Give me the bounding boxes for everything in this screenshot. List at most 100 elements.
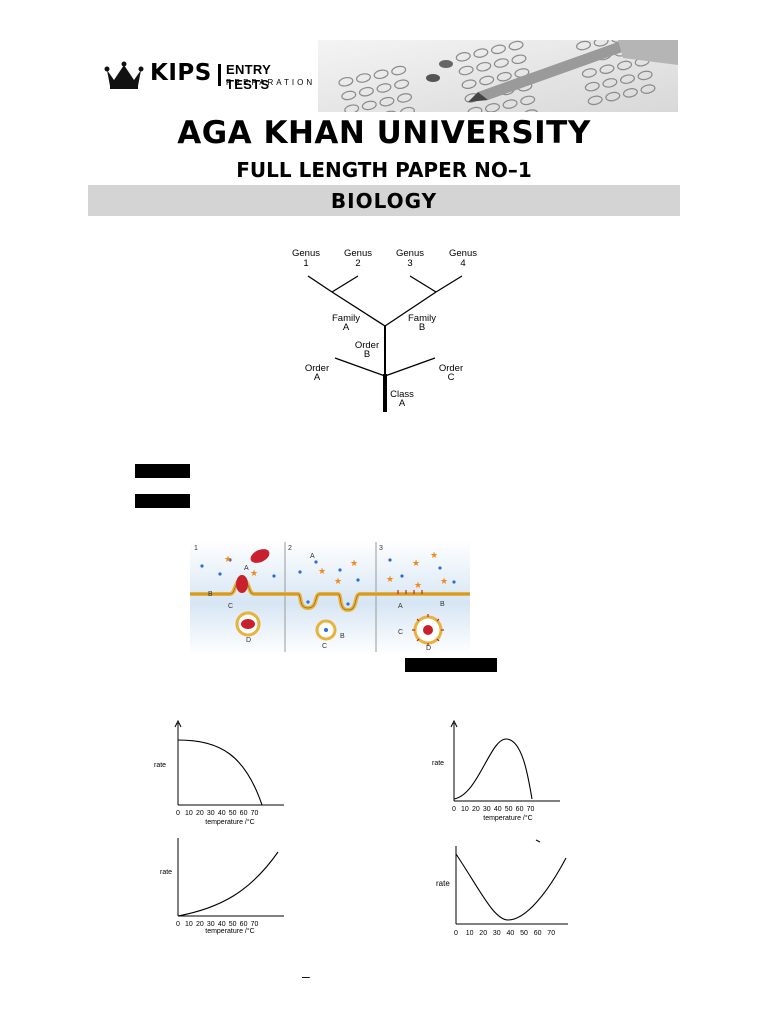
graph-d-tick-label: 20 <box>479 930 487 937</box>
label-p1-c: C <box>228 603 233 610</box>
label-p2-a: A <box>310 553 315 560</box>
graph-d-tick-label: 30 <box>493 930 501 937</box>
panel-2-number: 2 <box>288 545 292 552</box>
graph-c-tick-label: 0 <box>176 921 180 928</box>
subject-heading: BIOLOGY <box>330 189 438 213</box>
genus-3-label: Genus <box>396 248 424 259</box>
logo-divider <box>218 64 221 86</box>
graph-b-tick-label: 10 <box>461 806 469 813</box>
graph-a-tick-label: 40 <box>218 810 226 817</box>
red-cell-1 <box>250 549 270 563</box>
order-c-letter: C <box>448 372 455 383</box>
genus-1-number: 1 <box>303 258 308 269</box>
kips-logo: KIPS ENTRY TESTS PREPARATION <box>104 58 314 92</box>
graph-a-tick-label: 50 <box>229 810 237 817</box>
genus-2-number: 2 <box>355 258 360 269</box>
answer-sheet-banner <box>318 40 678 112</box>
graph-c-tick-label: 70 <box>251 921 259 928</box>
order-a-label: Order <box>305 363 329 374</box>
graph-c-ylabel: rate <box>160 869 172 876</box>
graph-c-tick-label: 50 <box>229 921 237 928</box>
svg-text:★: ★ <box>250 568 258 578</box>
genus-4-label: Genus <box>449 248 477 259</box>
graph-b-tick-label: 40 <box>494 806 502 813</box>
family-b-letter: B <box>419 322 425 333</box>
graph-c-tick-label: 60 <box>240 921 248 928</box>
graph-a-tick-label: 70 <box>251 810 259 817</box>
graph-c-tick-label: 20 <box>196 921 204 928</box>
redacted-block-1 <box>135 464 190 478</box>
graph-b-tick-label: 50 <box>505 806 513 813</box>
svg-text:★: ★ <box>386 574 394 584</box>
graph-b-xlabel: temperature /°C <box>483 814 533 822</box>
label-p1-b: B <box>208 591 213 598</box>
graph-d: rate 0 10 20 30 40 50 60 70 <box>436 839 568 937</box>
label-p1-d: D <box>246 637 251 644</box>
class-a-letter: A <box>399 398 406 409</box>
svg-text:★: ★ <box>334 576 342 586</box>
graph-d-tick-label: 40 <box>507 930 515 937</box>
graph-c-tick-label: 10 <box>185 921 193 928</box>
label-p3-c: C <box>398 629 403 636</box>
label-p3-d: D <box>426 645 431 652</box>
order-b-letter: B <box>364 349 370 360</box>
order-a-letter: A <box>314 372 321 383</box>
genus-1-label: Genus <box>292 248 320 259</box>
red-cell-2 <box>236 575 248 593</box>
taxonomy-tree-diagram: Genus 1 Genus 2 Genus 3 Genus 4 Family A… <box>292 248 477 412</box>
genus-4-number: 4 <box>460 258 465 269</box>
redacted-block-3 <box>405 658 497 672</box>
svg-text:★: ★ <box>440 576 448 586</box>
graph-a-tick-label: 20 <box>196 810 204 817</box>
family-a-letter: A <box>343 322 350 333</box>
subject-bar: BIOLOGY <box>88 185 680 216</box>
graph-d-tick-label: 70 <box>547 930 555 937</box>
logo-line1: ENTRY TESTS <box>226 62 271 92</box>
graph-d-tick-label: 50 <box>520 930 528 937</box>
graph-a-tick-label: 30 <box>207 810 215 817</box>
crown-icon <box>104 61 144 89</box>
svg-text:★: ★ <box>414 580 422 590</box>
graph-b-ylabel: rate <box>432 760 444 767</box>
graph-d-tick-label: 10 <box>466 930 474 937</box>
class-a-label: Class <box>390 389 414 400</box>
graph-d-tick-label: 60 <box>534 930 542 937</box>
panel-3-number: 3 <box>379 545 383 552</box>
family-b-label: Family <box>408 313 436 324</box>
label-p3-b: B <box>440 601 445 608</box>
graph-d-ylabel: rate <box>436 879 450 888</box>
redacted-block-2 <box>135 494 190 508</box>
graph-b-tick-label: 20 <box>472 806 480 813</box>
graph-d-tick-label: 0 <box>454 930 458 937</box>
svg-text:★: ★ <box>350 558 358 568</box>
label-p2-b: B <box>340 633 345 640</box>
page-title: AGA KHAN UNIVERSITY <box>177 115 591 151</box>
graph-c-tick-label: 30 <box>207 921 215 928</box>
family-a-label: Family <box>332 313 360 324</box>
graph-a-xlabel: temperature /°C <box>205 818 255 826</box>
order-c-label: Order <box>439 363 463 374</box>
graph-a-tick-label: 10 <box>185 810 193 817</box>
footer-dash: – <box>302 968 310 984</box>
graph-a-tick-label: 0 <box>176 810 180 817</box>
label-p1-a: A <box>244 565 249 572</box>
svg-text:★: ★ <box>318 566 326 576</box>
label-p3-a: A <box>398 603 403 610</box>
panel-1-number: 1 <box>194 545 198 552</box>
logo-line2: PREPARATION <box>226 78 316 87</box>
svg-text:★: ★ <box>412 558 420 568</box>
paper-subtitle: FULL LENGTH PAPER NO–1 <box>236 158 532 182</box>
answer-sheet-image <box>318 40 678 112</box>
genus-2-label: Genus <box>344 248 372 259</box>
label-p2-c: C <box>322 643 327 650</box>
graph-b-tick-label: 30 <box>483 806 491 813</box>
logo-brand: KIPS <box>150 60 212 86</box>
graph-c-tick-label: 40 <box>218 921 226 928</box>
graph-a-tick-label: 60 <box>240 810 248 817</box>
graph-a-ylabel: rate <box>154 762 166 769</box>
svg-text:★: ★ <box>224 554 232 564</box>
endocytosis-diagram: 1 2 3 ★★★★★ ★★★★★ A B C D A B C A <box>190 540 470 655</box>
